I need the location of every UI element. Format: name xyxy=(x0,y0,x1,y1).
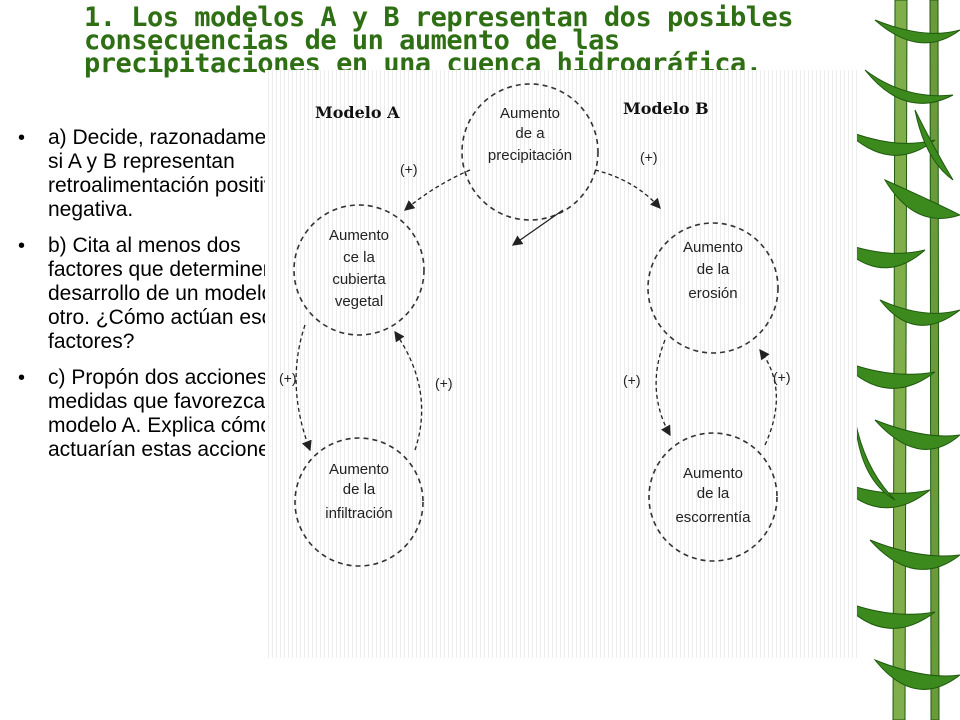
node-precipitation-line2: de a xyxy=(515,125,545,142)
question-list: • a) Decide, razonadamente, si A y B rep… xyxy=(18,126,318,474)
sign-a-right: (+) xyxy=(435,375,453,391)
arrow-runoff-to-erosion xyxy=(759,348,778,446)
model-b-label: Modelo B xyxy=(623,99,709,118)
question-c-text: c) Propón dos acciones o medidas que fav… xyxy=(48,366,299,461)
node-infiltration-line3: infiltración xyxy=(325,505,393,522)
node-erosion-line1: Aumento xyxy=(683,239,743,256)
node-infiltration xyxy=(294,437,424,567)
question-a-text: a) Decide, razonadamente, si A y B repre… xyxy=(48,126,304,221)
node-infiltration-line2: de la xyxy=(343,481,376,498)
node-vegetation-line3: cubierta xyxy=(332,271,386,288)
node-vegetation xyxy=(293,204,425,336)
node-erosion-line2: de la xyxy=(697,261,730,278)
node-vegetation-line2: ce la xyxy=(343,249,375,266)
question-a: • a) Decide, razonadamente, si A y B rep… xyxy=(18,126,318,222)
sign-top-a: (+) xyxy=(400,161,418,177)
sign-b-right: (+) xyxy=(773,369,791,385)
question-b: • b) Cita al menos dos factores que dete… xyxy=(18,234,318,354)
question-b-text: b) Cita al menos dos factores que determ… xyxy=(48,234,297,353)
sign-b-left: (+) xyxy=(623,372,641,388)
slide-title: 1. Los modelos A y B representan dos pos… xyxy=(84,2,794,79)
arrow-infiltration-to-vegetation xyxy=(394,330,423,451)
node-precipitation-line3: precipitación xyxy=(488,147,572,164)
node-precipitation-line1: Aumento xyxy=(500,105,560,122)
node-runoff-line2: de la xyxy=(697,485,730,502)
arrow-pointer xyxy=(511,209,564,246)
node-vegetation-line4: vegetal xyxy=(335,293,383,310)
arrow-precip-to-vegetation xyxy=(404,169,471,211)
sign-a-left: (+) xyxy=(279,370,297,386)
sign-top-b: (+) xyxy=(640,149,658,165)
arrow-vegetation-to-infiltration xyxy=(295,324,312,452)
feedback-diagram: Modelo A Modelo B Aumento de a precipita… xyxy=(265,70,857,658)
question-c: • c) Propón dos acciones o medidas que f… xyxy=(18,366,318,462)
node-runoff xyxy=(648,432,778,562)
node-precipitation xyxy=(461,83,599,221)
node-erosion xyxy=(647,222,779,354)
model-a-label: Modelo A xyxy=(315,103,400,122)
arrow-erosion-to-runoff xyxy=(655,339,671,437)
node-infiltration-line1: Aumento xyxy=(329,461,389,478)
bullet-icon: • xyxy=(18,235,26,257)
diagram-svg: Modelo A Modelo B Aumento de a precipita… xyxy=(279,83,791,567)
bullet-icon: • xyxy=(18,367,26,389)
node-erosion-line3: erosión xyxy=(688,285,737,302)
node-runoff-line3: escorrentía xyxy=(675,509,751,526)
arrow-precip-to-erosion xyxy=(594,169,661,209)
node-runoff-line1: Aumento xyxy=(683,465,743,482)
bullet-icon: • xyxy=(18,127,26,149)
node-vegetation-line1: Aumento xyxy=(329,227,389,244)
